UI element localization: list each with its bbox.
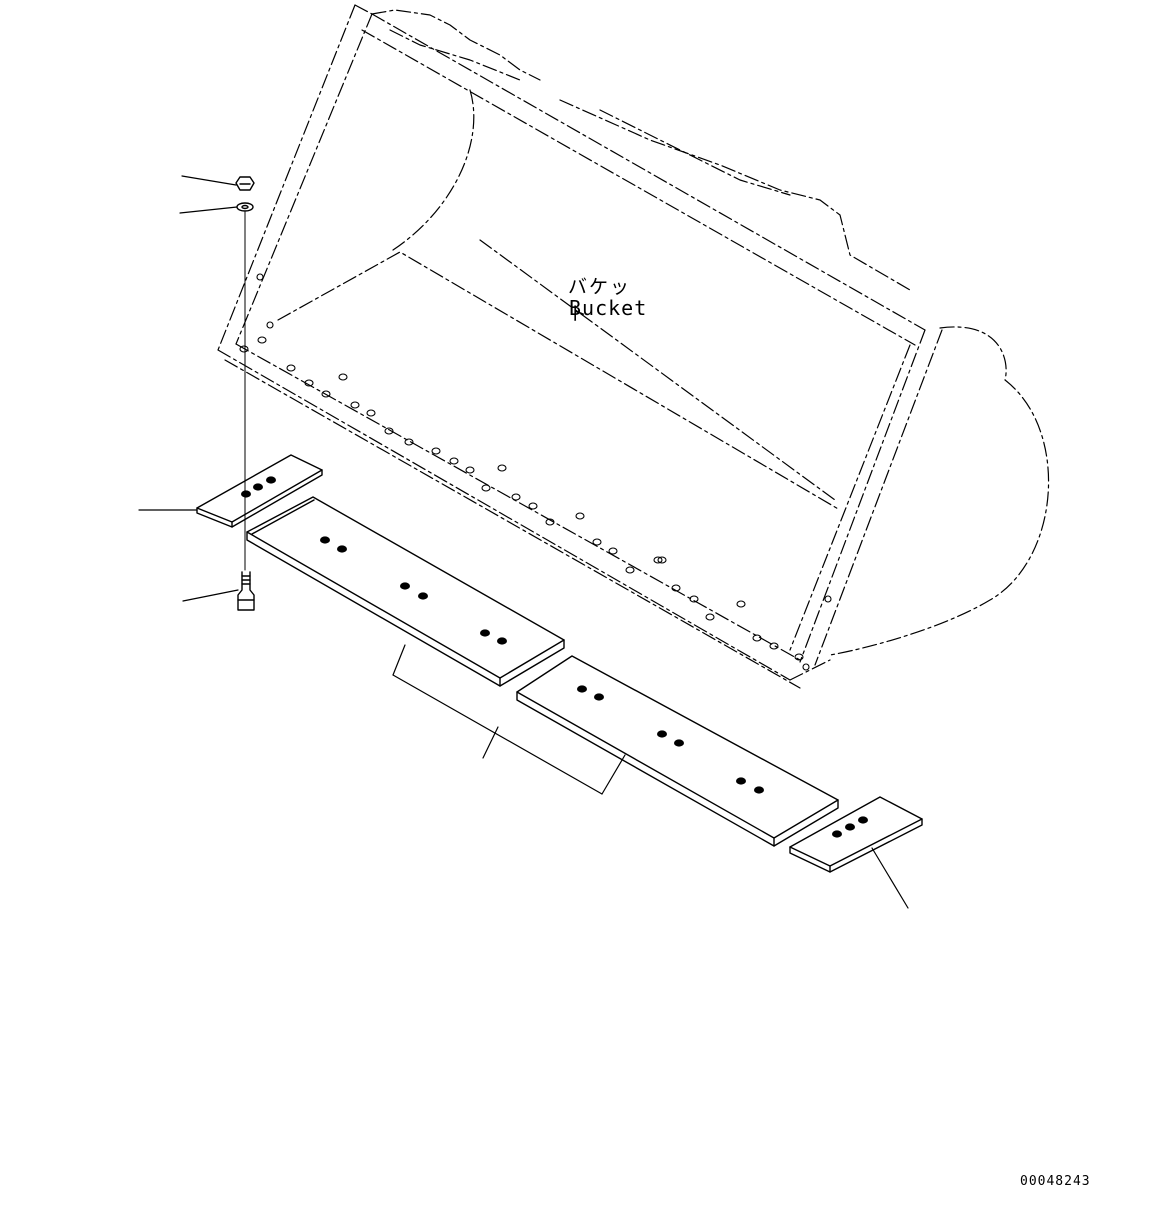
nut-icon <box>235 176 255 191</box>
bucket-mounting-holes <box>239 273 832 671</box>
right-end-bit <box>789 796 923 873</box>
leader-lines <box>138 175 909 909</box>
bucket-outline <box>217 4 1050 689</box>
drawing-id: 00048243 <box>1020 1174 1091 1189</box>
washer-icon <box>236 202 254 212</box>
edge-bolt-holes <box>241 476 868 838</box>
bucket-label-japanese: バケット <box>568 276 632 325</box>
bolt-icon <box>237 571 255 611</box>
bucket-label-english: Bucket <box>569 296 648 320</box>
left-end-bit <box>196 454 323 528</box>
cutting-edge-right <box>516 655 839 847</box>
cutting-edge-left <box>246 496 565 687</box>
